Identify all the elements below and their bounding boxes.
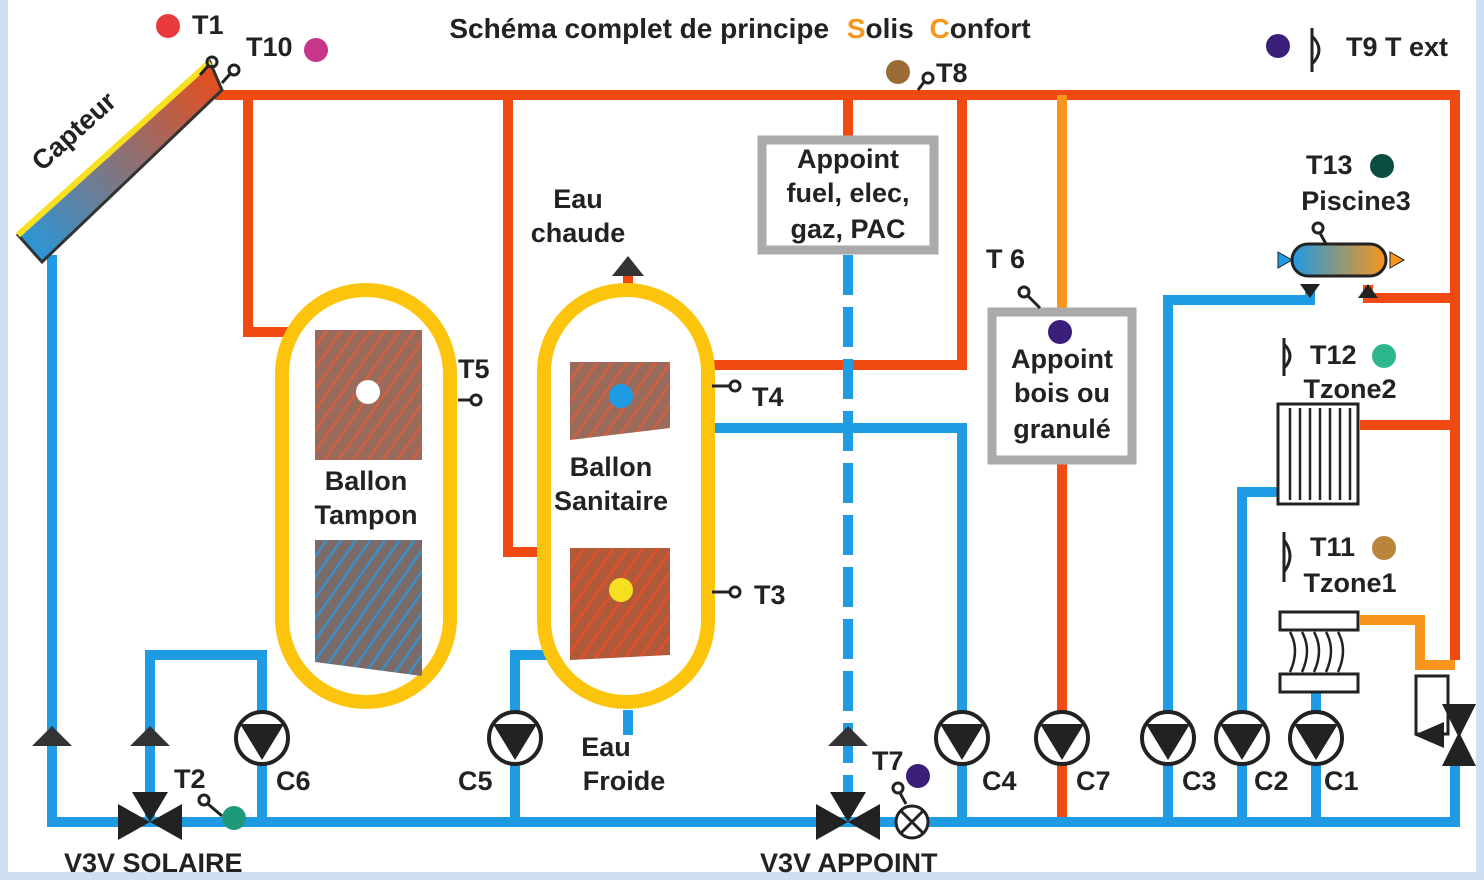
v3v-backup-label: V3V APPOINT bbox=[760, 848, 938, 878]
T10-dot bbox=[304, 38, 328, 62]
flow-meter-icon bbox=[894, 804, 930, 840]
T12-dot bbox=[1372, 344, 1396, 368]
zone1-label: Tzone1 bbox=[1303, 568, 1396, 598]
T6-dot bbox=[1048, 320, 1072, 344]
T7-label: T7 bbox=[872, 746, 904, 776]
sanitary-tank: Ballon Sanitaire bbox=[537, 283, 715, 709]
hot-water-label-2: chaude bbox=[531, 218, 626, 248]
backup-label-1: Appoint bbox=[797, 144, 899, 174]
wood-pipe-zone1 bbox=[1360, 615, 1455, 670]
v3v-solar-label: V3V SOLAIRE bbox=[64, 848, 243, 878]
T9-dot bbox=[1266, 34, 1290, 58]
backup-label-2: fuel, elec, bbox=[786, 178, 909, 208]
pool-exchanger: Piscine3 bbox=[1277, 186, 1411, 298]
pool-label: Piscine3 bbox=[1301, 186, 1411, 216]
wood-label-3: granulé bbox=[1013, 414, 1111, 444]
sanitary-bottom-marker bbox=[609, 578, 633, 602]
pump-C6 bbox=[234, 710, 290, 766]
C1-label: C1 bbox=[1324, 766, 1359, 796]
buffer-up-arrow-icon bbox=[130, 726, 170, 746]
hot-main-pipe bbox=[215, 90, 1460, 660]
backup-up-arrow-icon bbox=[828, 726, 868, 746]
zone2-radiator: Tzone2 bbox=[1276, 374, 1397, 506]
T11-dot bbox=[1372, 536, 1396, 560]
buffer-tank: Ballon Tampon bbox=[275, 283, 457, 709]
sanitary-label-1: Ballon bbox=[570, 452, 653, 482]
T12-label: T12 bbox=[1310, 340, 1357, 370]
T10-label: T10 bbox=[246, 32, 293, 62]
zone1-floor-heating: Tzone1 bbox=[1278, 568, 1397, 694]
T7-dot bbox=[906, 764, 930, 788]
C4-label: C4 bbox=[982, 766, 1017, 796]
pump-C1 bbox=[1288, 710, 1344, 766]
sensors: T1 T10 T8 T9 T ext T13 T12 T11 bbox=[156, 10, 1448, 830]
pump-C7 bbox=[1034, 710, 1090, 766]
buffer-marker bbox=[356, 380, 380, 404]
diagram-title: Schéma complet de principe Solis Confort bbox=[449, 13, 1030, 44]
hot-pipe-pool bbox=[1363, 285, 1455, 303]
wood-label-2: bois ou bbox=[1014, 378, 1110, 408]
wood-box: Appoint bois ou granulé bbox=[987, 307, 1137, 465]
sanitary-label-2: Sanitaire bbox=[554, 486, 668, 516]
v3v-solar-icon bbox=[118, 792, 182, 840]
T8-dot bbox=[886, 60, 910, 84]
T11-label: T11 bbox=[1310, 532, 1355, 562]
T8-label: T8 bbox=[936, 58, 968, 88]
C6-label: C6 bbox=[276, 766, 311, 796]
T2-dot bbox=[222, 806, 246, 830]
T2-label: T2 bbox=[174, 764, 206, 794]
solar-up-arrow-icon bbox=[32, 726, 72, 746]
zone2-label: Tzone2 bbox=[1303, 374, 1396, 404]
v3v-backup-icon bbox=[816, 792, 880, 840]
T1-dot bbox=[156, 14, 180, 38]
pump-C2 bbox=[1214, 710, 1270, 766]
T4-label: T4 bbox=[752, 382, 784, 412]
T5-label: T5 bbox=[458, 354, 490, 384]
C3-label: C3 bbox=[1182, 766, 1217, 796]
C5-label: C5 bbox=[458, 766, 493, 796]
cold-water-label-2: Froide bbox=[583, 766, 666, 796]
T6-label: T 6 bbox=[986, 244, 1025, 274]
hot-water-arrow-icon bbox=[612, 256, 644, 276]
zone1-mixing-valve-icon bbox=[1414, 674, 1476, 766]
buffer-label-1: Ballon bbox=[325, 466, 408, 496]
wood-label-1: Appoint bbox=[1011, 344, 1113, 374]
pump-C5 bbox=[487, 710, 543, 766]
T13-label: T13 bbox=[1306, 150, 1353, 180]
sanitary-top-marker bbox=[609, 384, 633, 408]
backup-label-3: gaz, PAC bbox=[790, 214, 905, 244]
hot-water-label-1: Eau bbox=[553, 184, 603, 214]
cold-pipe-c4 bbox=[670, 423, 967, 822]
buffer-label-2: Tampon bbox=[315, 500, 418, 530]
cold-main-pipe bbox=[47, 255, 1460, 827]
hot-pipes bbox=[215, 90, 1460, 820]
cold-water-label-1: Eau bbox=[581, 732, 631, 762]
pump-C3 bbox=[1140, 710, 1196, 766]
wood-pipes bbox=[1057, 95, 1455, 670]
T3-label: T3 bbox=[754, 580, 786, 610]
T13-dot bbox=[1370, 154, 1394, 178]
pump-C4 bbox=[934, 710, 990, 766]
T9-label: T9 T ext bbox=[1346, 32, 1448, 62]
solar-collector: Capteur bbox=[15, 59, 224, 265]
T1-label: T1 bbox=[192, 10, 224, 40]
C7-label: C7 bbox=[1076, 766, 1111, 796]
backup-box: Appoint fuel, elec, gaz, PAC bbox=[757, 135, 939, 255]
C2-label: C2 bbox=[1254, 766, 1289, 796]
